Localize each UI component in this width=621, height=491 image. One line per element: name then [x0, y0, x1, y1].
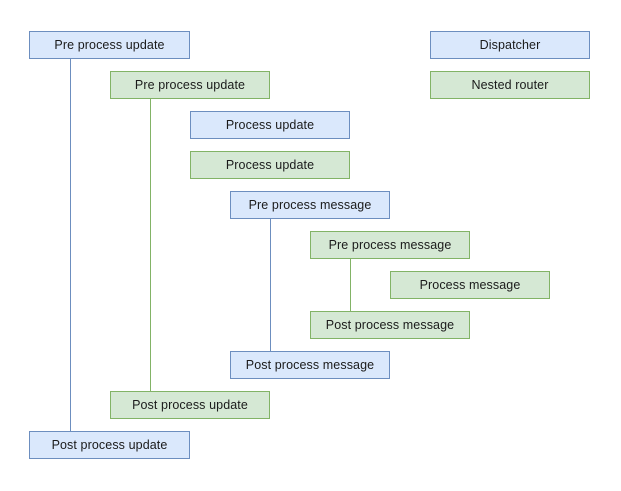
- node-post-process-update-dispatcher[interactable]: Post process update: [29, 431, 190, 459]
- node-pre-process-update-router[interactable]: Pre process update: [110, 71, 270, 99]
- node-label: Post process message: [245, 357, 375, 372]
- connector-dispatcher-outer-spine: [70, 59, 71, 431]
- legend-label: Dispatcher: [479, 37, 541, 52]
- node-label: Post process update: [132, 397, 248, 412]
- node-post-process-update-router[interactable]: Post process update: [110, 391, 270, 419]
- node-label: Post process message: [325, 317, 455, 332]
- node-label: Process update: [225, 117, 315, 132]
- node-process-update-dispatcher[interactable]: Process update: [190, 111, 350, 139]
- node-label: Process update: [225, 157, 315, 172]
- node-post-process-message-dispatcher[interactable]: Post process message: [230, 351, 390, 379]
- node-label: Process message: [419, 277, 521, 292]
- node-process-message-router[interactable]: Process message: [390, 271, 550, 299]
- node-label: Pre process update: [134, 77, 246, 92]
- node-pre-process-update-dispatcher[interactable]: Pre process update: [29, 31, 190, 59]
- connector-router-outer-spine: [150, 99, 151, 391]
- node-process-update-router[interactable]: Process update: [190, 151, 350, 179]
- connector-dispatcher-inner-spine: [270, 219, 271, 351]
- node-label: Pre process message: [328, 237, 452, 252]
- legend-item-nested-router: Nested router: [430, 71, 590, 99]
- node-label: Post process update: [51, 437, 168, 452]
- legend-item-dispatcher: Dispatcher: [430, 31, 590, 59]
- node-label: Pre process update: [54, 37, 165, 52]
- node-label: Pre process message: [248, 197, 372, 212]
- node-post-process-message-router[interactable]: Post process message: [310, 311, 470, 339]
- connector-router-inner-spine: [350, 259, 351, 311]
- node-pre-process-message-dispatcher[interactable]: Pre process message: [230, 191, 390, 219]
- legend-label: Nested router: [471, 77, 549, 92]
- node-pre-process-message-router[interactable]: Pre process message: [310, 231, 470, 259]
